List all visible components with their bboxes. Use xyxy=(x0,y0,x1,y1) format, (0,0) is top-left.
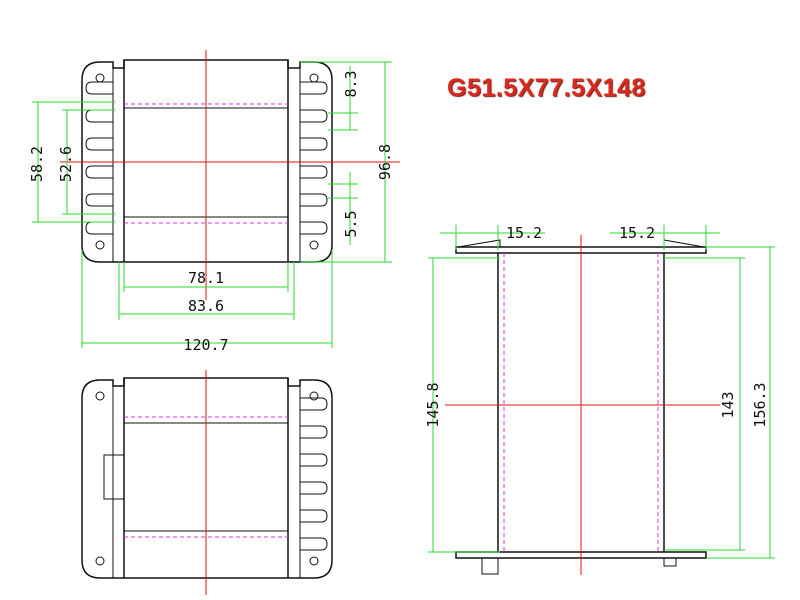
dim-78-1-label: 78.1 xyxy=(188,269,224,287)
mounting-hole xyxy=(95,73,105,83)
dim-156-3-label: 156.3 xyxy=(751,382,769,427)
mounting-hole xyxy=(95,391,105,401)
front-view-top-outline xyxy=(81,59,333,263)
terminal-tab xyxy=(103,454,125,500)
dim-83-6-label: 83.6 xyxy=(188,297,224,315)
terminal-pin xyxy=(481,557,499,575)
terminal-pin xyxy=(663,557,677,567)
side-view-dimensions xyxy=(428,225,775,559)
mounting-hole xyxy=(309,391,319,401)
dim-8-3-label: 8.3 xyxy=(342,70,360,97)
front-view-bottom-outline xyxy=(81,377,333,579)
mounting-hole xyxy=(309,240,319,250)
mounting-hole xyxy=(309,73,319,83)
dim-5-5-label: 5.5 xyxy=(342,210,360,237)
dim-52-6-label: 52.6 xyxy=(57,146,75,182)
part-number-title: G51.5X77.5X148 xyxy=(447,74,646,102)
mounting-hole xyxy=(95,556,105,566)
dim-15-2-left-label: 15.2 xyxy=(506,224,542,242)
dim-145-8-label: 145.8 xyxy=(424,382,442,427)
mounting-hole xyxy=(309,556,319,566)
front-view-bottom xyxy=(81,370,333,595)
mounting-hole xyxy=(95,240,105,250)
front-view-top-dimensions xyxy=(32,61,392,348)
front-view-top xyxy=(60,50,400,300)
dim-15-2-right-label: 15.2 xyxy=(619,224,655,242)
dim-96-8-label: 96.8 xyxy=(376,144,394,180)
dim-58-2-label: 58.2 xyxy=(28,146,46,182)
dim-143-label: 143 xyxy=(719,391,737,418)
dim-120-7-label: 120.7 xyxy=(183,336,228,354)
side-view xyxy=(445,235,720,575)
